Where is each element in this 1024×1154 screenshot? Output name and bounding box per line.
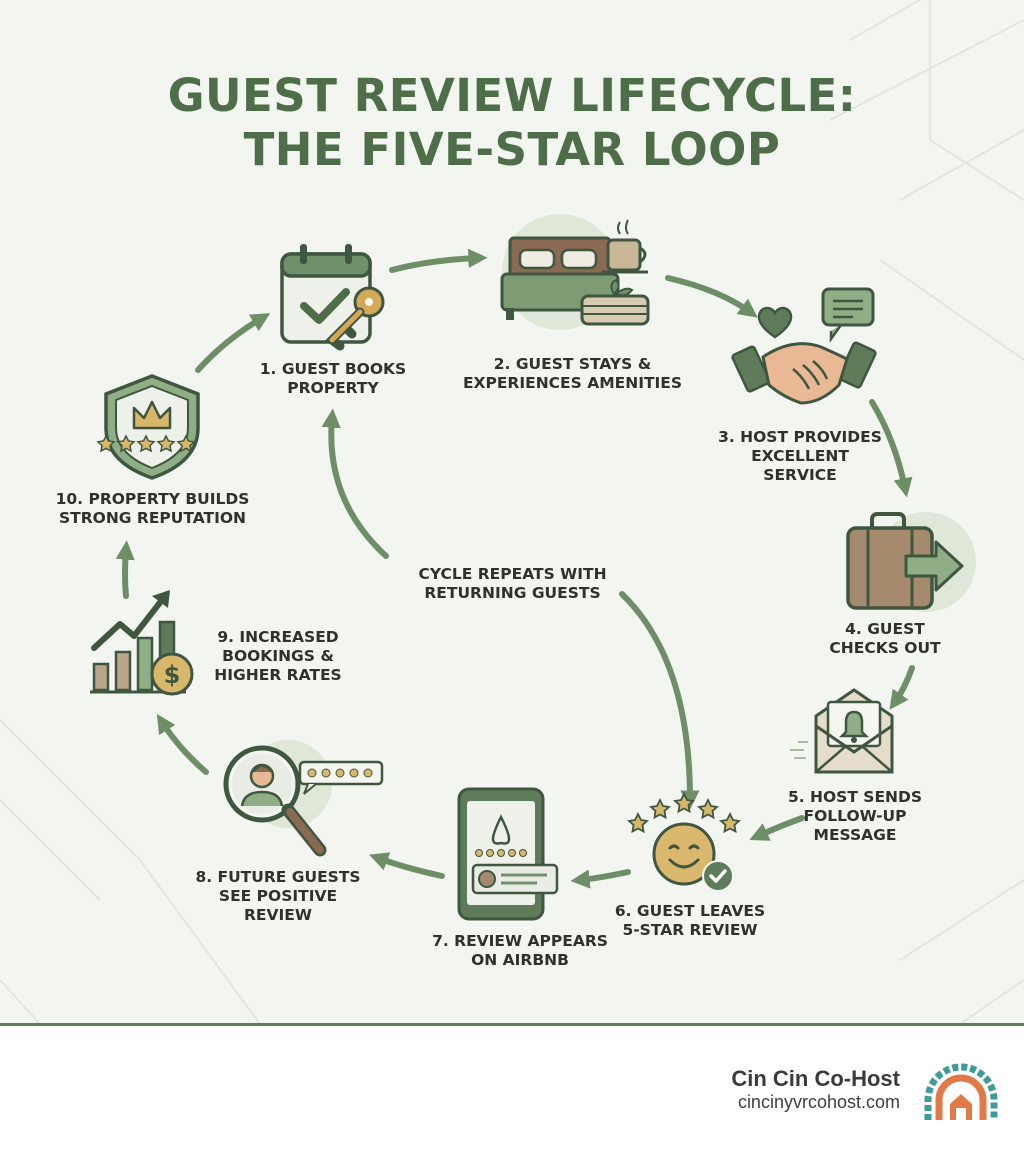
step-10-line-1: 10. PROPERTY BUILDS [55,490,250,508]
step-5-line-3: MESSAGE [813,826,897,844]
arrow-2-to-3 [665,275,758,318]
bed-amenities-icon [500,214,650,330]
arrow-3-to-4 [869,399,913,498]
step-10-line-2: STRONG REPUTATION [58,509,247,527]
center-line-2: RETURNING GUESTS [424,584,601,602]
step-9-line-2: BOOKINGS & [222,647,334,665]
main-panel: GUEST REVIEW LIFECYCLE: THE FIVE-STAR LO… [0,0,1024,1024]
step-2-line-2: EXPERIENCES AMENITIES [462,374,683,392]
background-decoration [0,0,1024,1024]
svg-text:$: $ [164,661,181,689]
rainbow-house-logo-icon [924,1063,998,1120]
growth-chart-dollar-icon: $ [90,590,194,696]
step-7-line-2: ON AIRBNB [471,951,569,969]
title-line-1: GUEST REVIEW LIFECYCLE: [167,69,857,122]
step-8-label: 8. FUTURE GUESTS SEE POSITIVE REVIEW [188,868,368,925]
smiley-stars-icon [626,791,742,892]
footer [0,1026,1024,1154]
center-caption: CYCLE REPEATS WITH RETURNING GUESTS [390,565,635,603]
step-7-line-1: 7. REVIEW APPEARS [432,932,608,950]
step-7-label: 7. REVIEW APPEARS ON AIRBNB [405,932,635,970]
arrow-8-to-9 [156,713,209,775]
arrow-7-to-8 [368,852,445,879]
step-3-line-1: 3. HOST PROVIDES [718,428,882,446]
step-5-line-2: FOLLOW-UP [803,807,907,825]
arrow-4-to-5 [889,665,915,710]
step-9-label: 9. INCREASED BOOKINGS & HIGHER RATES [198,628,358,685]
step-9-line-3: HIGHER RATES [214,666,342,684]
arrow-9-to-10 [115,540,135,599]
step-3-line-2: EXCELLENT [751,447,849,465]
arrow-5-to-6 [749,815,805,841]
step-1-line-1: 1. GUEST BOOKS [259,360,407,378]
handshake-icon [731,287,877,405]
title-line-2: THE FIVE-STAR LOOP [243,123,781,176]
step-5-label: 5. HOST SENDS FOLLOW-UP MESSAGE [775,788,935,845]
step-1-line-2: PROPERTY [287,379,379,397]
step-8-line-2: SEE POSITIVE [218,887,338,905]
step-2-line-1: 2. GUEST STAYS & [493,355,652,373]
center-line-1: CYCLE REPEATS WITH [418,565,607,583]
brand-url: cincinyvrcohost.com [737,1092,900,1112]
magnifier-profile-icon [223,740,384,857]
step-5-line-1: 5. HOST SENDS [787,788,923,806]
panel-divider [0,1023,1024,1026]
step-6-line-2: 5-STAR REVIEW [622,921,758,939]
suitcase-exit-icon [846,512,976,612]
center-arrow-down [619,591,700,810]
flow-arrows [115,248,915,889]
arrow-6-to-7 [570,869,631,889]
step-8-line-3: REVIEW [244,906,312,924]
step-4-line-1: 4. GUEST [845,620,925,638]
step-3-label: 3. HOST PROVIDES EXCELLENT SERVICE [700,428,900,485]
step-3-line-3: SERVICE [763,466,837,484]
step-4-line-2: CHECKS OUT [829,639,941,657]
step-4-label: 4. GUEST CHECKS OUT [815,620,955,658]
step-10-label: 10. PROPERTY BUILDS STRONG REPUTATION [35,490,270,528]
brand-name: Cin Cin Co-Host [731,1066,900,1091]
arrow-1-to-2 [389,248,488,273]
phone-review-icon [457,787,559,921]
shield-crown-icon [96,374,200,480]
step-2-label: 2. GUEST STAYS & EXPERIENCES AMENITIES [460,355,685,393]
step-8-line-1: 8. FUTURE GUESTS [195,868,361,886]
step-6-label: 6. GUEST LEAVES 5-STAR REVIEW [600,902,780,940]
arrow-10-to-1 [195,313,271,373]
step-6-line-1: 6. GUEST LEAVES [614,902,766,920]
step-9-line-1: 9. INCREASED [217,628,339,646]
step-1-label: 1. GUEST BOOKS PROPERTY [233,360,433,398]
center-arrow-up [321,408,389,559]
envelope-bell-icon [790,688,894,774]
calendar-key-icon [280,244,385,351]
